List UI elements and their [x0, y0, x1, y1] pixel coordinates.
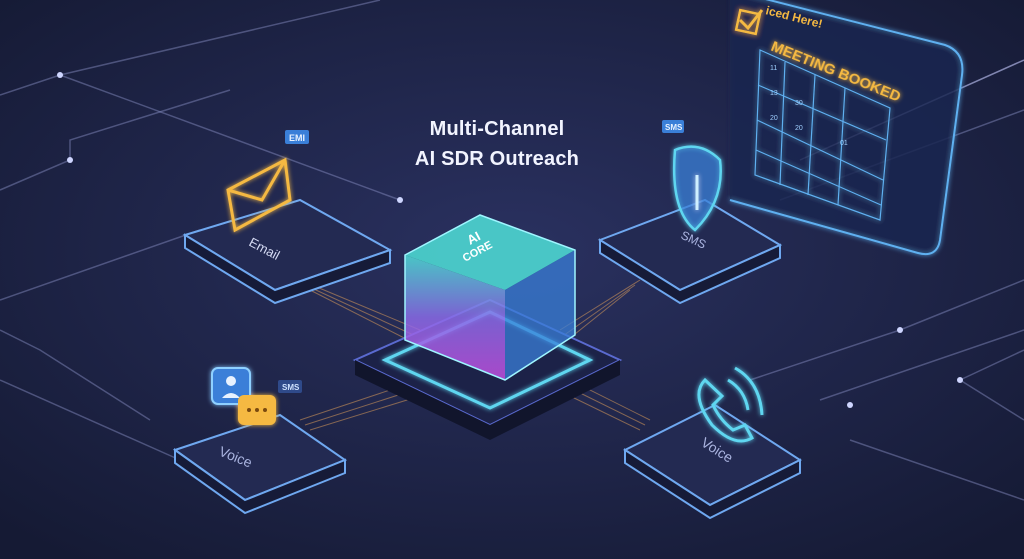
circuit-nodes [57, 72, 963, 408]
calendar-date: 20 [770, 115, 778, 122]
voice-left-badge [278, 380, 302, 393]
checkbox-check-icon [734, 8, 762, 36]
calendar-date: 20 [795, 125, 803, 132]
calendar-panel [729, 0, 964, 256]
chat-bubbles-icon [211, 367, 276, 425]
calendar-date: 30 [795, 100, 803, 107]
email-badge-label: EMI [289, 133, 305, 143]
title-line-2: AI SDR Outreach [414, 148, 580, 170]
phone-icon [697, 366, 764, 443]
calendar-date: 01 [840, 140, 848, 147]
ai-core-cube [404, 214, 576, 381]
sms-badge [662, 120, 684, 133]
calendar-date: 13 [770, 90, 778, 97]
title-line-1: Multi-Channel [429, 118, 565, 140]
email-badge [285, 130, 309, 144]
platforms [172, 198, 803, 520]
sms-badge-label: SMS [665, 123, 683, 132]
shield-icon [672, 145, 722, 232]
envelope-icon [226, 157, 292, 233]
core-label-ai: AI [464, 228, 483, 247]
calendar-date: 11 [770, 65, 777, 72]
voice-left-badge-label: SMS [282, 383, 300, 392]
